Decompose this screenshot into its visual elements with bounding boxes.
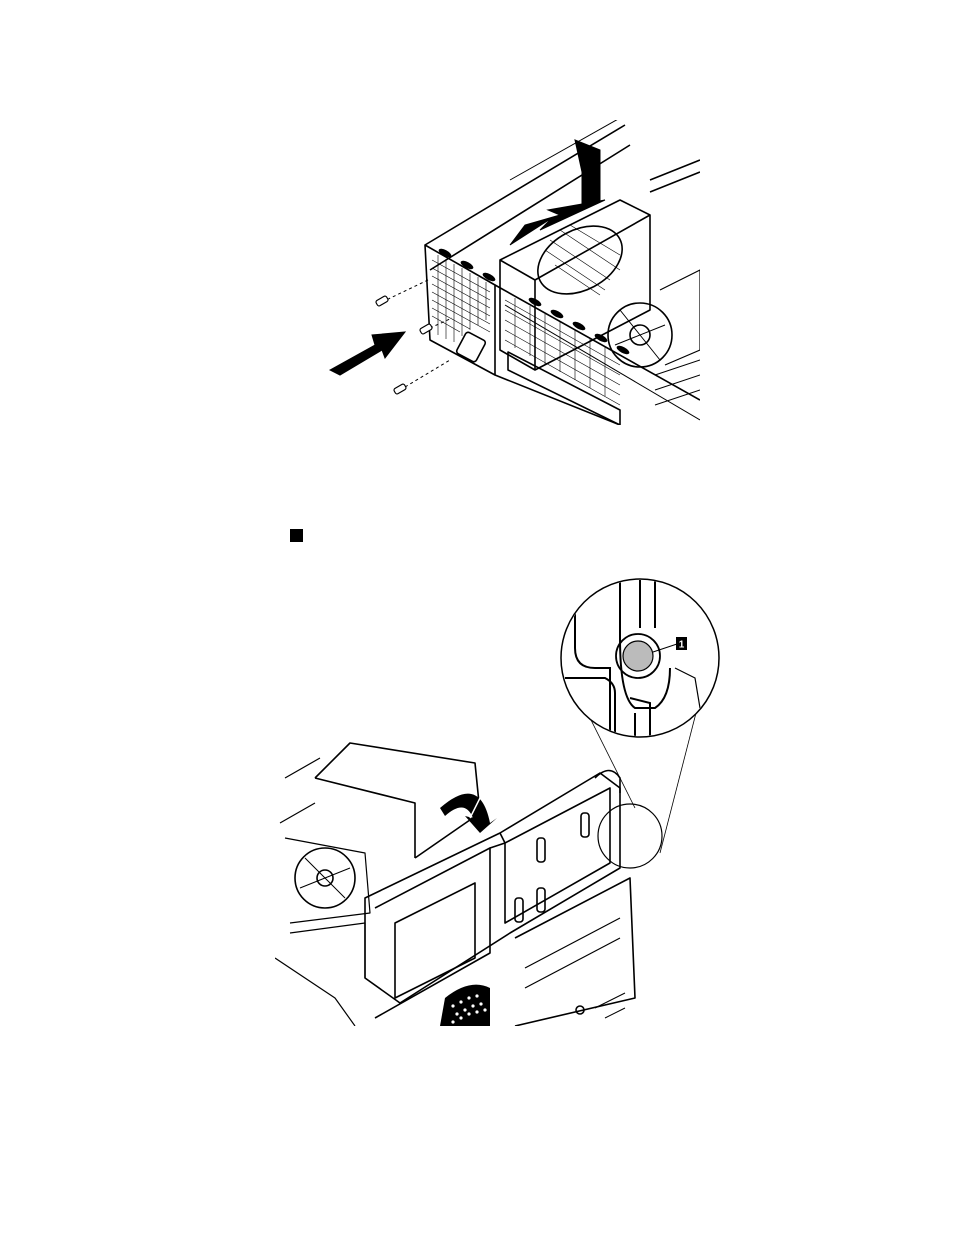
power-supply-illustration xyxy=(320,120,700,425)
step-bullet xyxy=(290,529,303,542)
drive-bracket-figure: 1 xyxy=(275,578,725,1026)
chassis-illustration: 1 xyxy=(275,578,725,1026)
power-supply-install-figure xyxy=(320,120,700,425)
callout-1-label: 1 xyxy=(679,640,685,651)
front-vent xyxy=(440,985,490,1026)
zoom-detail xyxy=(561,578,719,738)
pivot-arrow-icon xyxy=(440,794,497,833)
callout-1: 1 xyxy=(676,637,687,651)
